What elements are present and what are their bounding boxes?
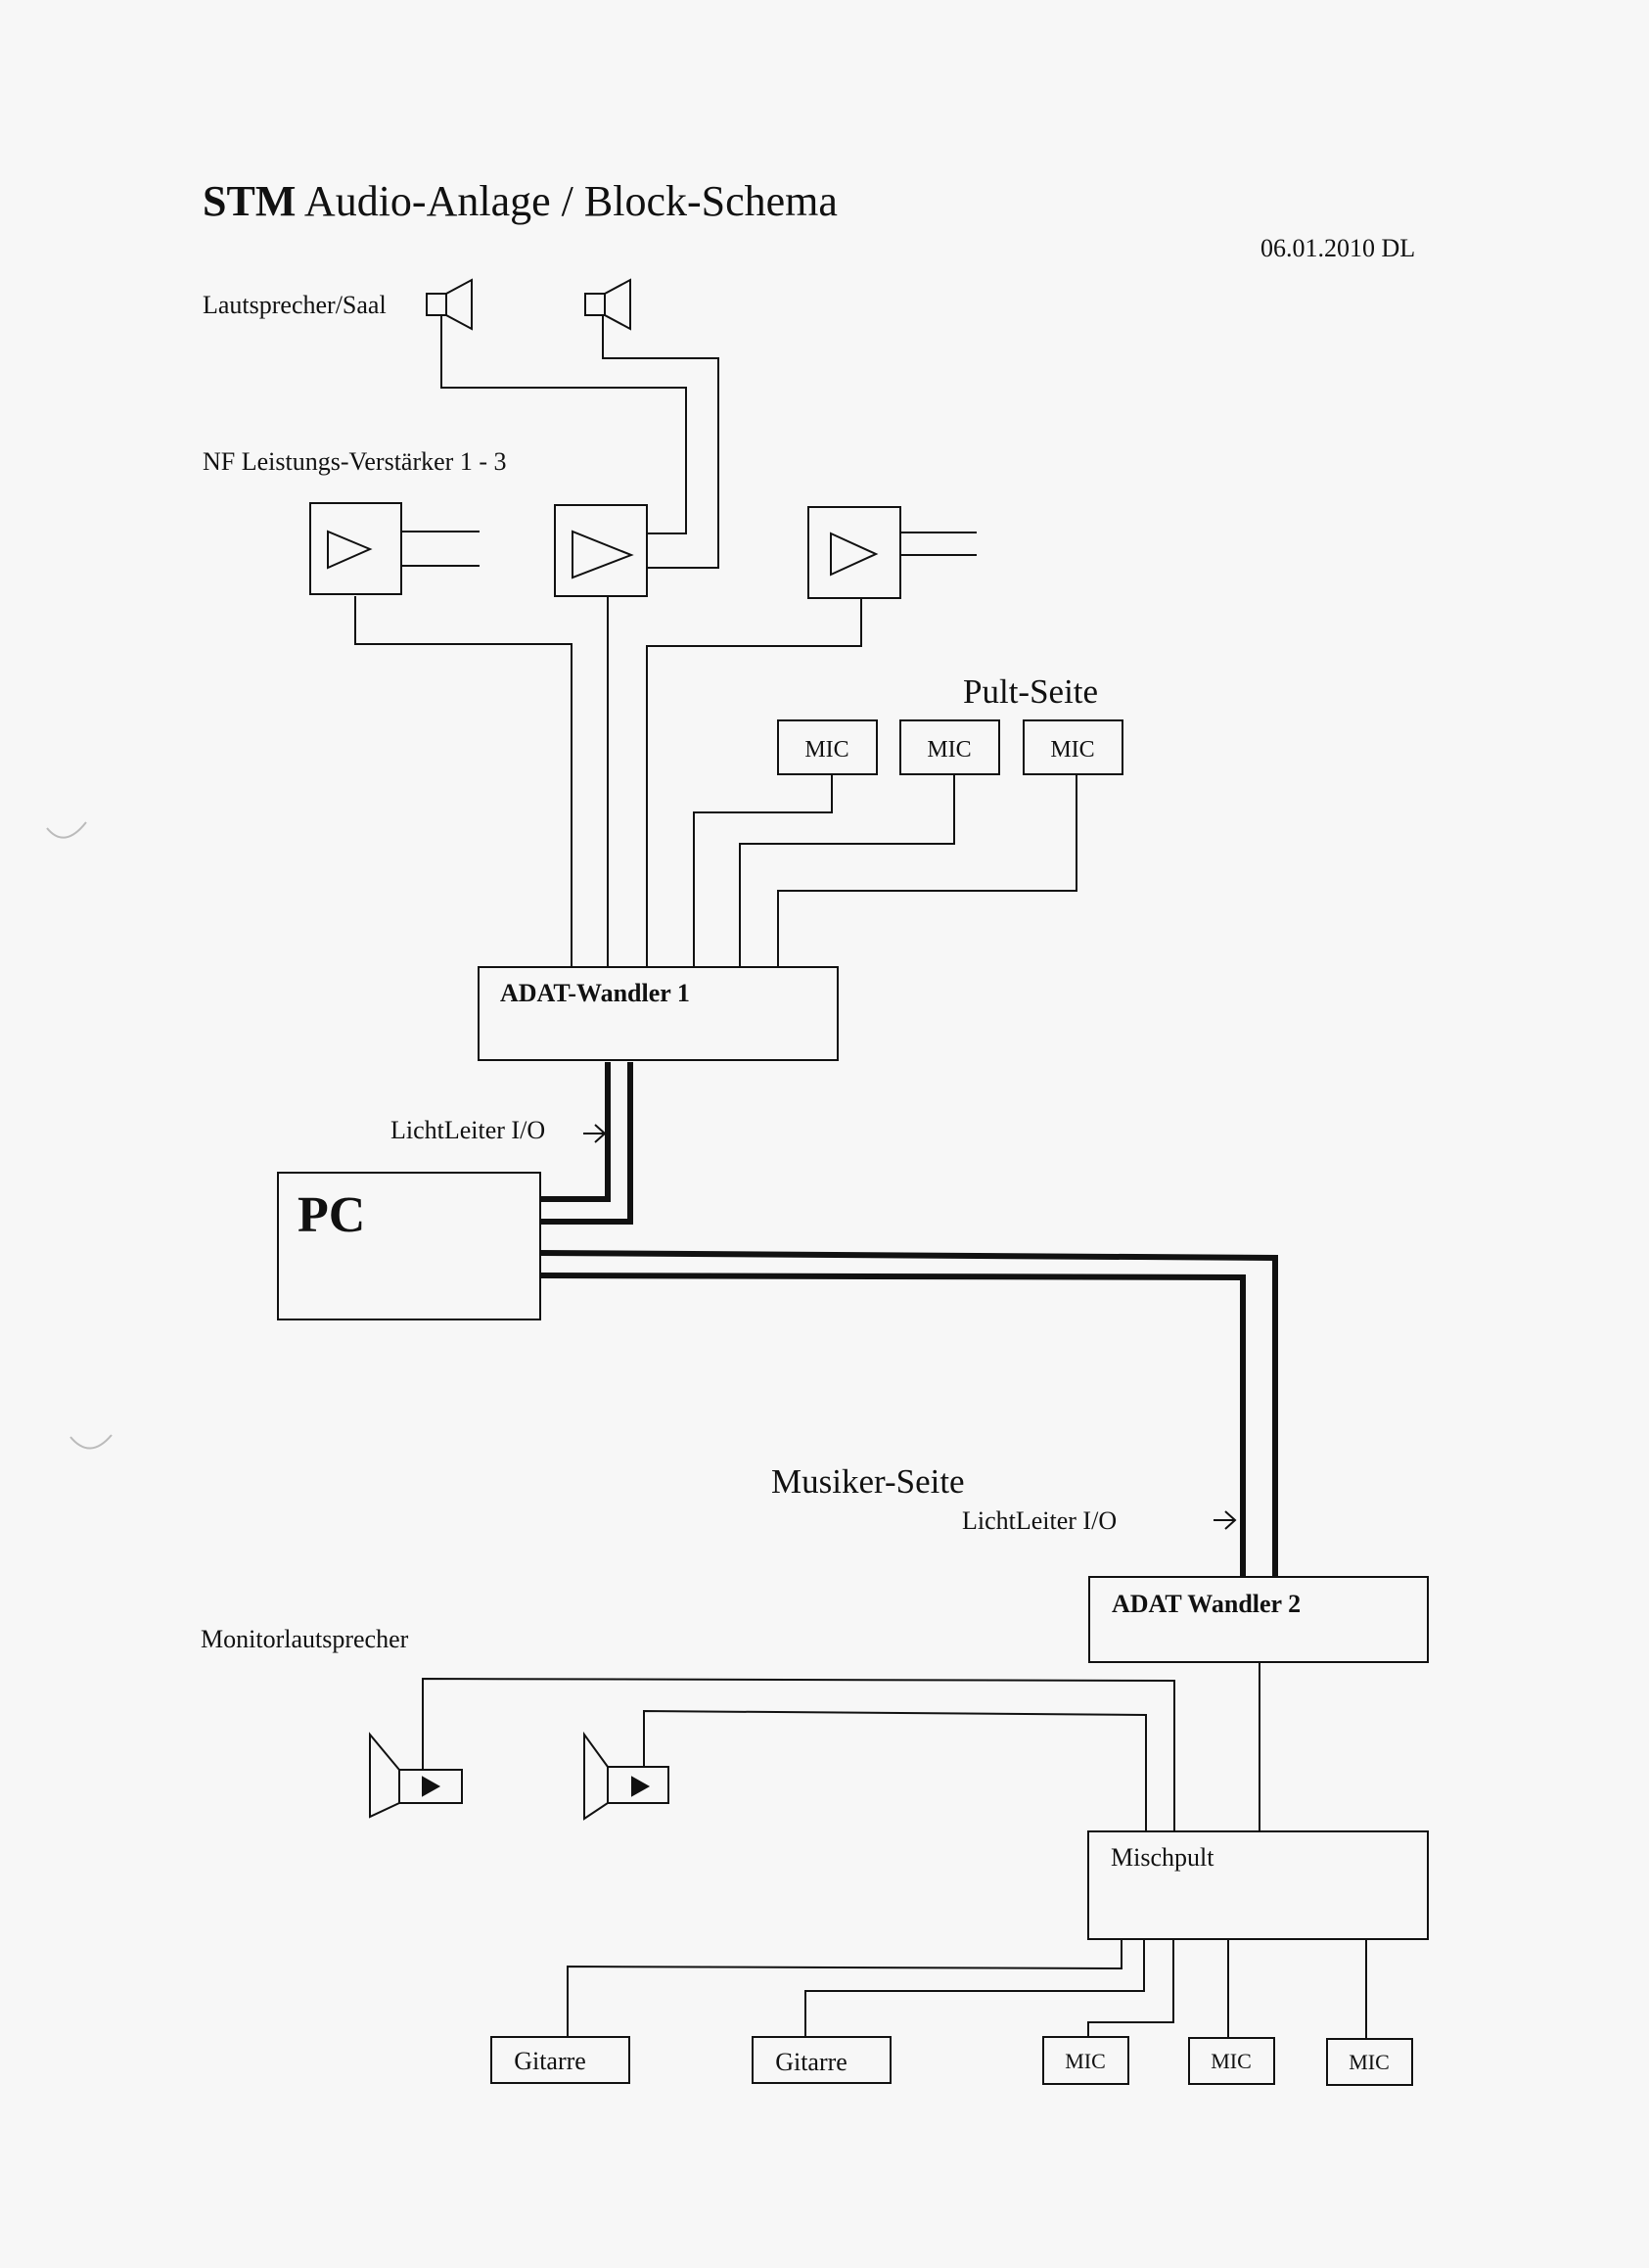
- speaker-cable: [602, 315, 719, 569]
- adat2-label: ADAT Wandler 2: [1112, 1590, 1301, 1618]
- monitor-speaker-icon: [369, 1732, 463, 1819]
- stage-input-label: MIC: [1065, 2049, 1106, 2073]
- pult-side-label: Pult-Seite: [963, 672, 1098, 711]
- input-cable: [1087, 1939, 1174, 2037]
- stage-input-label: MIC: [1211, 2049, 1252, 2073]
- monitor-speaker-icon: [583, 1731, 669, 1821]
- pult-mic-box: [899, 719, 1000, 775]
- amp-cable: [646, 598, 862, 967]
- pult-mic-label: MIC: [927, 737, 971, 763]
- fiber-cable: [540, 1062, 611, 1202]
- page-title: STM Audio-Anlage / Block-Schema: [203, 177, 838, 225]
- mixing-console: [1087, 1830, 1429, 1940]
- stage-input-box: [752, 2036, 892, 2084]
- mixer-label: Mischpult: [1111, 1843, 1214, 1872]
- adat1-label: ADAT-Wandler 1: [500, 979, 690, 1007]
- punch-hole-mark: [46, 821, 87, 839]
- pc-label: PC: [298, 1187, 365, 1243]
- stage-input-label: Gitarre: [514, 2047, 586, 2075]
- input-cable: [567, 1939, 1122, 2037]
- mic-cable: [693, 774, 833, 967]
- pc-block: [277, 1172, 541, 1320]
- amplifier-2: [554, 504, 648, 597]
- hall-speakers-label: Lautsprecher/Saal: [203, 291, 387, 319]
- fiber-cable: [539, 1250, 1278, 1577]
- amplifiers-label: NF Leistungs-Verstärker 1 - 3: [203, 447, 507, 476]
- fiber-cable: [539, 1273, 1246, 1577]
- arrow-icon: [1214, 1510, 1237, 1530]
- amplifier-1: [309, 502, 480, 595]
- pult-mic-label: MIC: [1050, 737, 1094, 763]
- pult-mic-label: MIC: [804, 737, 848, 763]
- monitor-speakers-label: Monitorlautsprecher: [201, 1625, 409, 1653]
- stage-input-box: [1042, 2036, 1129, 2085]
- stage-input-box: [490, 2036, 630, 2084]
- pult-mic-box: [777, 719, 878, 775]
- stage-input-box: [1188, 2037, 1275, 2085]
- adat-converter-1: [478, 966, 839, 1061]
- hall-speaker-icon: [584, 278, 631, 331]
- input-cable: [804, 1939, 1145, 2037]
- fiber-io-label: LichtLeiter I/O: [390, 1116, 545, 1144]
- hall-speaker-icon: [426, 278, 473, 331]
- amplifier-3: [807, 506, 977, 599]
- monitor-cable: [422, 1677, 1175, 1831]
- musician-side-label: Musiker-Seite: [771, 1462, 965, 1501]
- stage-input-label: MIC: [1349, 2050, 1390, 2074]
- monitor-cable: [643, 1709, 1147, 1831]
- stage-input-box: [1326, 2038, 1413, 2086]
- mic-cable: [777, 774, 1077, 967]
- arrow-icon: [583, 1124, 607, 1143]
- fiber-io-label: LichtLeiter I/O: [962, 1506, 1117, 1535]
- speaker-cable: [440, 315, 687, 534]
- fiber-cable: [540, 1062, 633, 1225]
- punch-hole-mark: [69, 1434, 113, 1450]
- date-signature: 06.01.2010 DL: [1260, 234, 1415, 262]
- pult-mic-box: [1023, 719, 1123, 775]
- mic-cable: [739, 774, 955, 967]
- amp-cable: [354, 596, 573, 967]
- stage-input-label: Gitarre: [775, 2048, 847, 2076]
